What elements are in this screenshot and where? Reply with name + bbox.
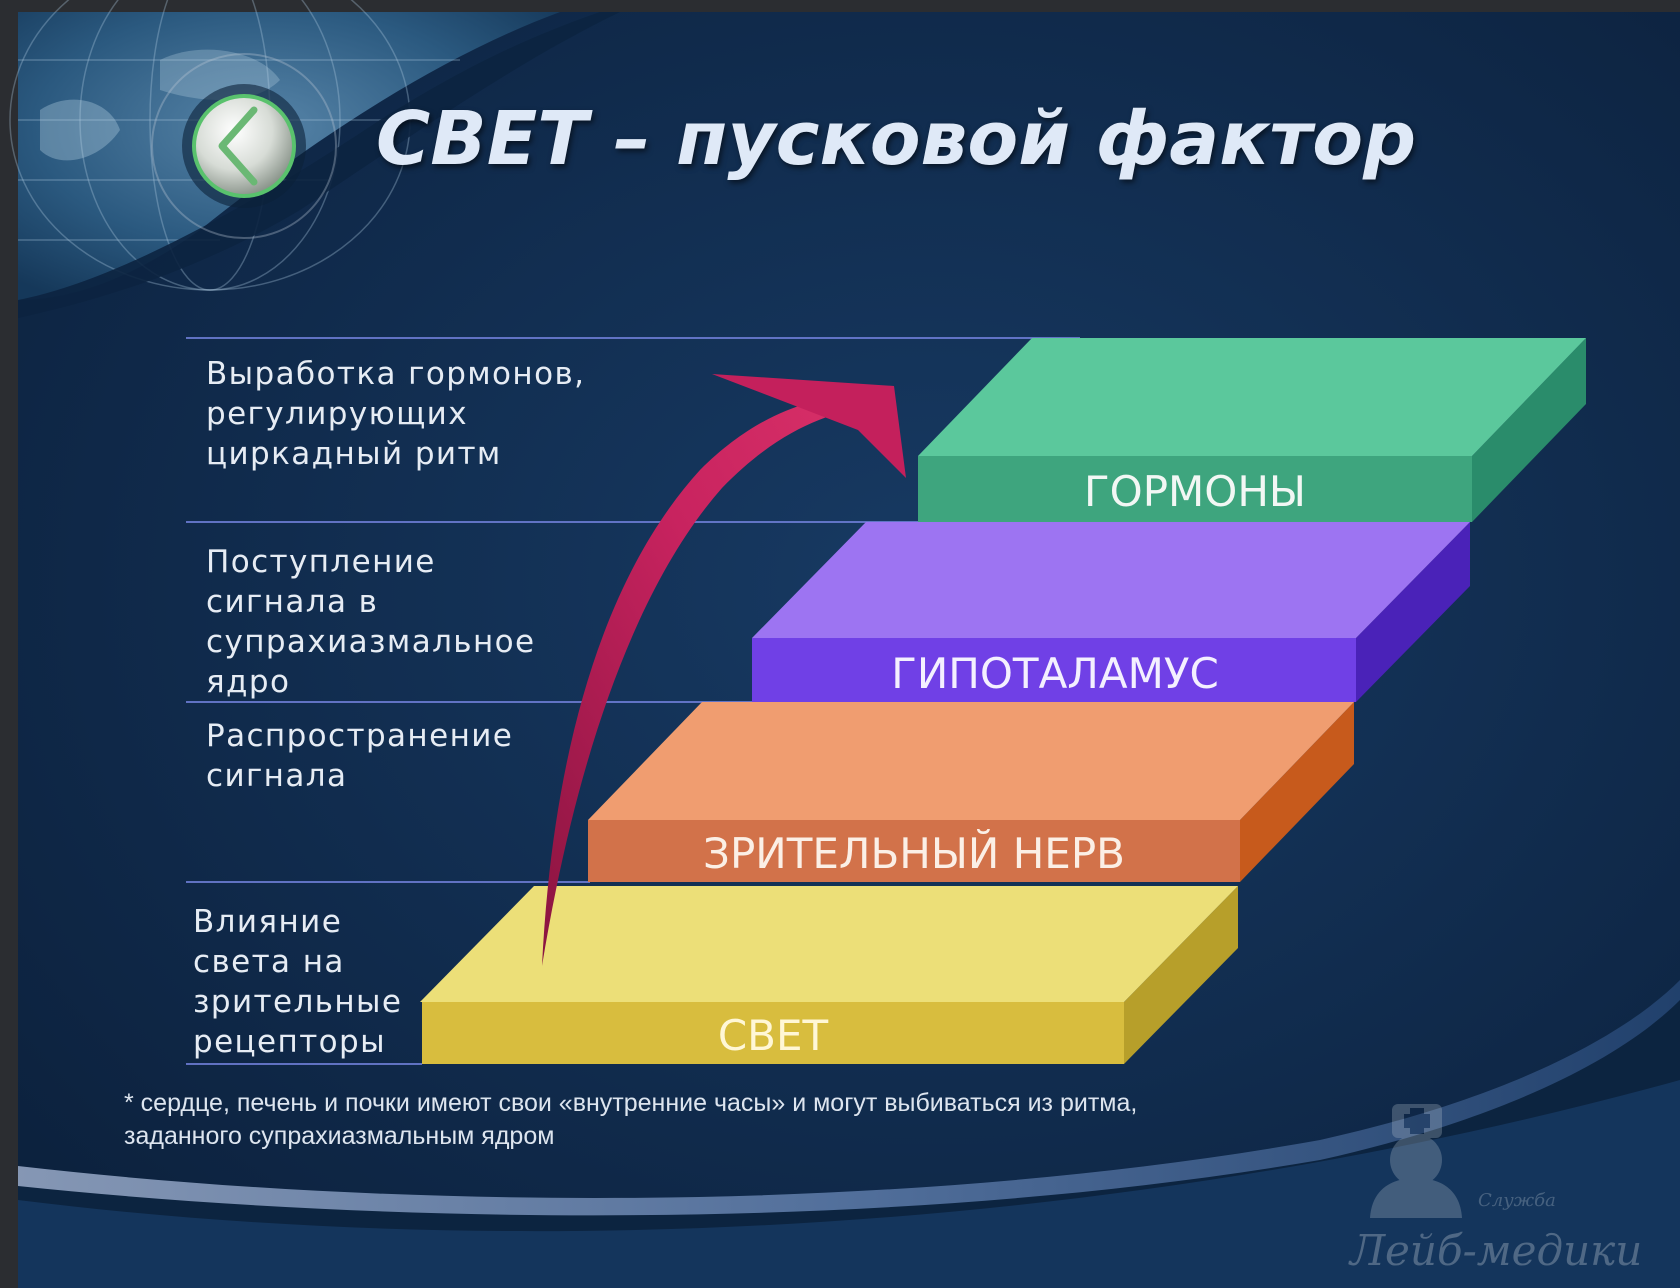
level-description-hormones: Выработка гормонов, регулирующих циркадн… <box>206 356 586 472</box>
level-description-optic-nerve: Распространение сигнала <box>206 718 514 794</box>
back-arrow-icon <box>218 106 258 186</box>
step-label-optic-nerve: ЗРИТЕЛЬНЫЙ НЕРВ <box>703 828 1125 878</box>
step-hypothalamus <box>752 522 1470 702</box>
bottom-swoosh <box>18 980 1680 1288</box>
step-label-hypothalamus: ГИПОТАЛАМУС <box>891 649 1219 698</box>
watermark-logo <box>1370 1104 1462 1218</box>
step-label-hormones: ГОРМОНЫ <box>1084 467 1306 516</box>
slide-title: СВЕТ – пусковой фактор <box>376 96 1417 182</box>
step-label-svet: СВЕТ <box>718 1011 829 1060</box>
step-svet <box>420 886 1238 1064</box>
footnote: * сердце, печень и почки имеют свои «вну… <box>124 1089 1138 1150</box>
back-button[interactable] <box>151 53 337 239</box>
step-hormones <box>918 338 1586 522</box>
divider-lines <box>186 337 1080 1065</box>
level-description-hypothalamus: Поступление сигнала в супрахиазмальное я… <box>206 544 536 700</box>
level-description-svet: Влияние света на зрительные рецепторы <box>193 904 403 1060</box>
watermark-caption: Служба <box>1478 1190 1556 1211</box>
watermark-brand: Лейб-медики <box>1350 1226 1643 1275</box>
upward-arrow <box>542 374 906 967</box>
step-optic-nerve <box>588 702 1354 882</box>
